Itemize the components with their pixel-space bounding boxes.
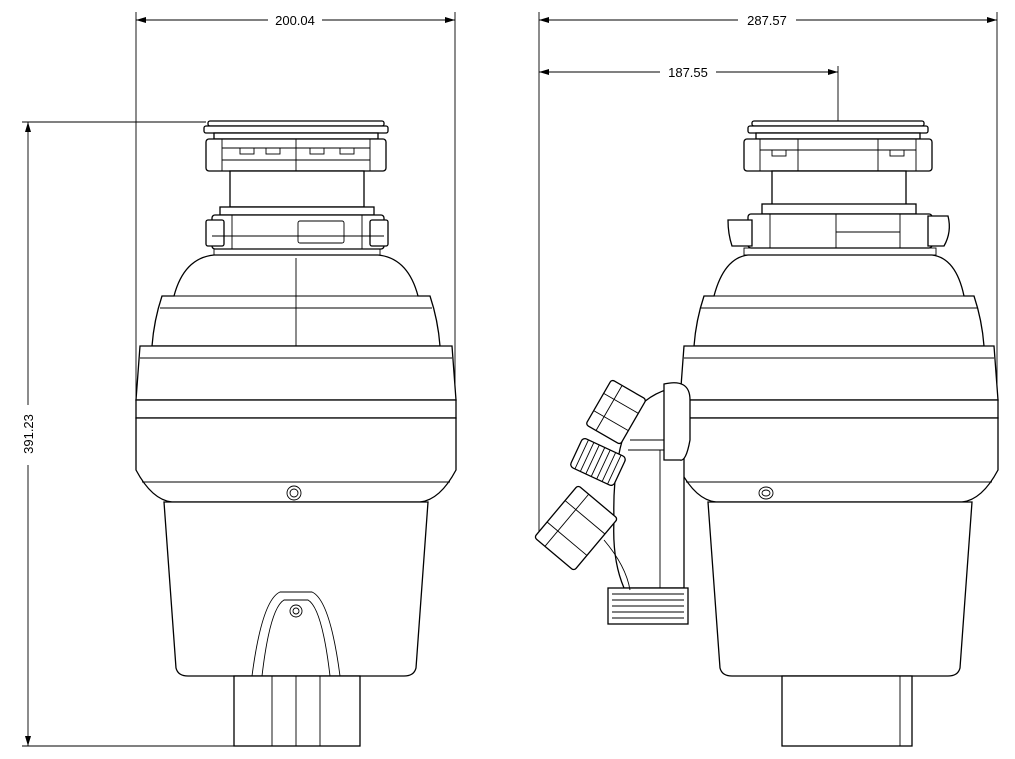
discharge-pipe xyxy=(613,382,691,589)
side-mounting-ring xyxy=(727,203,950,256)
side-motor-cap xyxy=(781,675,913,747)
inlet-connector-top xyxy=(586,379,646,445)
side-lower-housing xyxy=(707,501,973,677)
side-upper-housing xyxy=(693,254,985,347)
side-main-housing xyxy=(679,345,999,503)
main-housing xyxy=(135,345,457,503)
outlet-hole-icon xyxy=(289,604,303,618)
lower-housing xyxy=(163,501,429,677)
threaded-outlet xyxy=(607,587,689,625)
motor-cap xyxy=(233,675,361,747)
dimension-side-offset: 187.55 xyxy=(539,65,839,122)
inlet-connector-middle xyxy=(570,438,626,486)
dimension-side-offset-label: 187.55 xyxy=(668,65,708,80)
inlet-connector-bottom xyxy=(534,485,618,571)
mounting-ring xyxy=(205,206,389,256)
upper-housing xyxy=(151,254,441,347)
dimension-total-height: 391.23 xyxy=(21,121,236,747)
dimension-side-width: 287.57 xyxy=(538,12,998,540)
neck xyxy=(229,170,365,208)
side-sink-flange xyxy=(743,120,933,172)
dimension-front-width: 200.04 xyxy=(135,12,456,400)
sink-flange xyxy=(203,120,389,172)
front-view: 200.04 391.23 xyxy=(21,12,457,747)
side-neck xyxy=(771,170,907,208)
reset-button-icon xyxy=(286,485,302,501)
dimension-front-width-label: 200.04 xyxy=(275,13,315,28)
side-view: 287.57 187.55 xyxy=(534,12,999,747)
dimension-side-width-label: 287.57 xyxy=(747,13,787,28)
dimension-total-height-label: 391.23 xyxy=(21,414,36,454)
